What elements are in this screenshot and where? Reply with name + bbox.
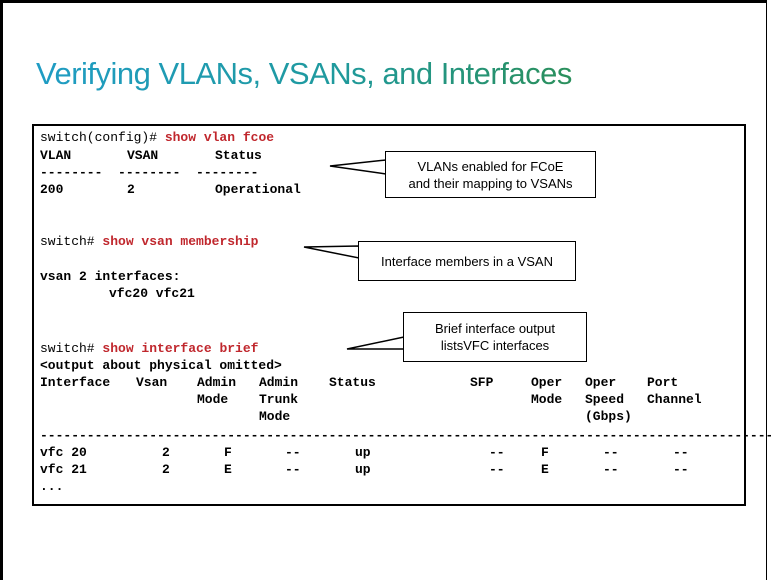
row2-sfp: -- xyxy=(489,462,505,477)
vlan-header-dashes: -------- -------- -------- xyxy=(40,165,259,180)
vlan-header-status: Status xyxy=(215,148,262,163)
row1-admin-mode: F xyxy=(224,445,232,460)
cli-command: show vlan fcoe xyxy=(164,130,275,145)
row1-status: up xyxy=(355,445,371,460)
vlan-header-vsan: VSAN xyxy=(127,148,159,163)
col-header-sfp: SFP xyxy=(470,375,494,390)
vlan-row-vlan: 200 xyxy=(40,182,64,197)
cli-line-interface-command: switch# show interface brief xyxy=(40,340,258,357)
row2-admin-mode: E xyxy=(224,462,232,477)
cli-prompt: switch(config)# xyxy=(40,130,165,145)
vlan-row-status: Operational xyxy=(215,182,301,197)
row2-oper-mode: E xyxy=(541,462,549,477)
cli-line-vsan-command: switch# show vsan membership xyxy=(40,233,258,250)
row1-oper-mode: F xyxy=(541,445,549,460)
row2-port-channel: -- xyxy=(673,462,689,477)
cli-line-vlan-command: switch(config)# show vlan fcoe xyxy=(40,129,274,146)
vsan-members-line: vfc20 vfc21 xyxy=(109,286,195,301)
row1-sfp: -- xyxy=(489,445,505,460)
slide-title: Verifying VLANs, VSANs, and Interfaces xyxy=(36,56,572,91)
row1-trunk: -- xyxy=(285,445,301,460)
cli-prompt: switch# xyxy=(40,234,103,249)
col-header-interface: Interface xyxy=(40,375,111,390)
cli-command: show interface brief xyxy=(102,341,259,356)
cli-prompt: switch# xyxy=(40,341,103,356)
row2-interface: vfc 21 xyxy=(40,462,87,477)
row2-vsan: 2 xyxy=(162,462,170,477)
row1-speed: -- xyxy=(603,445,619,460)
row1-port-channel: -- xyxy=(673,445,689,460)
output-ellipsis: ... xyxy=(40,479,64,494)
col-header-status: Status xyxy=(329,375,376,390)
row2-speed: -- xyxy=(603,462,619,477)
row1-interface: vfc 20 xyxy=(40,445,87,460)
vsan-interfaces-line: vsan 2 interfaces: xyxy=(40,269,181,284)
row2-status: up xyxy=(355,462,371,477)
callout-interface-members: Interface members in a VSAN xyxy=(358,241,576,281)
vlan-header-vlan: VLAN xyxy=(40,148,72,163)
row2-trunk: -- xyxy=(285,462,301,477)
table-separator: ----------------------------------------… xyxy=(40,428,771,443)
output-omitted-note: <output about physical omitted> xyxy=(40,358,282,373)
vlan-row-vsan: 2 xyxy=(127,182,135,197)
row1-vsan: 2 xyxy=(162,445,170,460)
cli-command: show vsan membership xyxy=(102,234,259,249)
col-header-vsan: Vsan xyxy=(136,375,168,390)
